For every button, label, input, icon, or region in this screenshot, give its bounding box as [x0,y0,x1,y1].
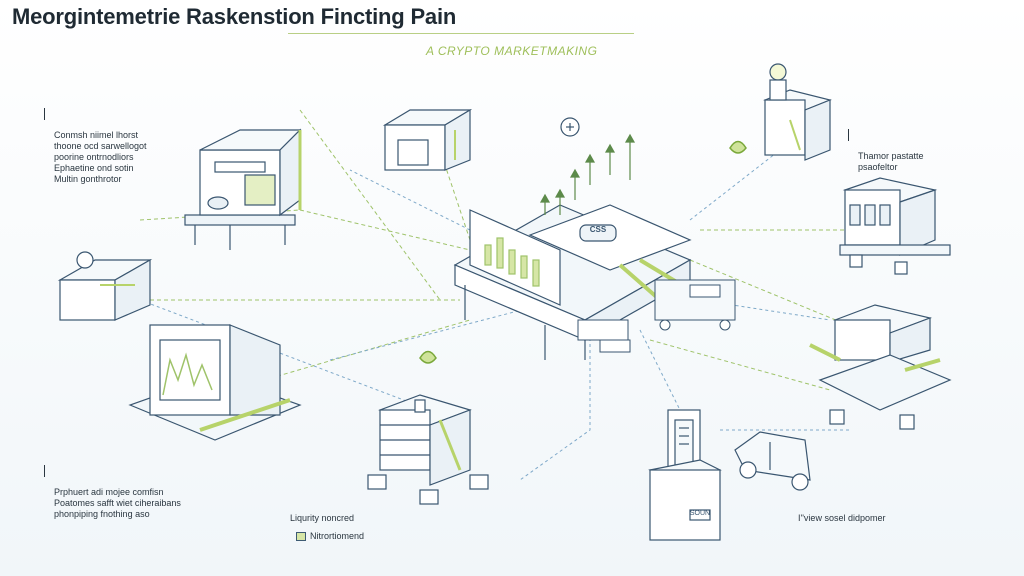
note-top-left: Conmsh niimel lhorst thoone ocd sarwello… [44,108,147,185]
mini-kiosk-center [577,279,736,353]
kiosk-sign-label: SOUN [689,510,711,517]
page-subtitle: A CRYPTO MARKETMAKING [426,44,598,58]
page-title: Meorgintemetrie Raskenstion Fincting Pai… [12,4,457,29]
legend-item-view: I''view sosel didpomer [798,513,885,523]
rising-arrows [539,133,636,215]
note-bottom-left-text: Prphuert adi mojee comfisn Poatomes saff… [54,487,181,519]
note-top-left-text: Conmsh niimel lhorst thoone ocd sarwello… [54,130,147,184]
note-top-right: Thamor pastatte psaofeltor [848,129,924,173]
legend-item-nitro: Nitrortiomend [296,531,365,542]
workstation-right [809,304,952,430]
legend-swatch-icon [296,532,306,542]
small-building-top [382,108,473,171]
terminal-machine-left [57,251,153,321]
legend-item-view-label: I''view sosel didpomer [798,513,886,523]
server-stack-bottom [367,394,489,505]
server-machine-top-left [184,128,302,250]
legend-item-liquidity-label: Liqurity noncred [290,513,355,523]
leaf-icon [419,140,747,364]
note-marker [44,465,45,477]
delivery-vehicle [734,431,811,491]
monitor-station-left [128,324,302,441]
display-kiosk-bottom [648,409,722,541]
note-marker [848,129,849,141]
vending-unit-right [839,177,951,275]
title-underline [288,33,634,34]
bulb-icon [560,117,580,137]
tower-structure-top-right [763,63,832,161]
center-badge-label: CSS [589,225,607,234]
note-marker [44,108,45,120]
note-top-right-text: Thamor pastatte psaofeltor [858,151,924,172]
legend-item-liquidity: Liqurity noncred [290,513,354,523]
legend-item-nitro-label: Nitrortiomend [310,531,365,541]
note-bottom-left: Prphuert adi mojee comfisn Poatomes saff… [44,465,181,520]
